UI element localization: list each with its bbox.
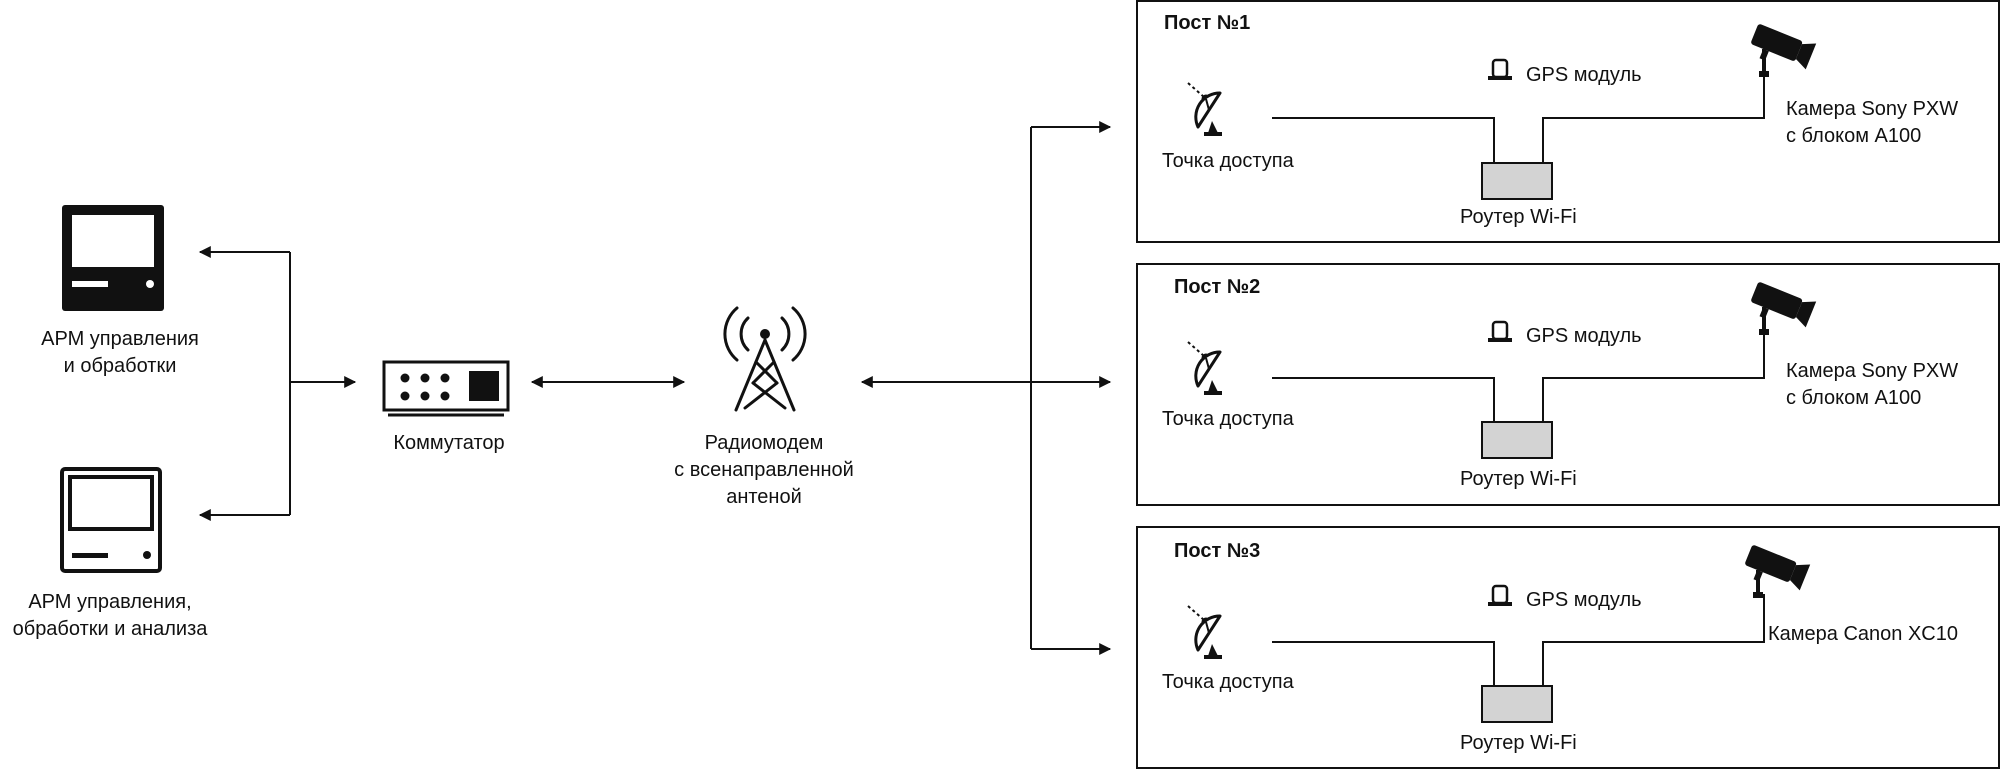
post-2-wiring: [1272, 330, 1765, 422]
video-camera-icon: [1738, 539, 1813, 600]
satellite-dish-icon: [1186, 340, 1224, 397]
post-3-router-label: Роутер Wi-Fi: [1460, 732, 1577, 754]
post-2-frame: [1136, 263, 2000, 506]
radiomodem-label: Радиомодем с всенаправленной антеной: [664, 430, 864, 511]
radiomodem-label-line1: Радиомодем: [704, 432, 824, 454]
gps-module-icon: [1486, 58, 1514, 82]
router-box: [1481, 685, 1553, 723]
post-3-wiring: [1272, 594, 1765, 686]
workstation-2-label-line2: обработки и анализа: [12, 618, 208, 640]
workstation-1-label: АРМ управления и обработки: [10, 326, 230, 380]
left-connectors: [198, 246, 357, 521]
post-2-gps-label: GPS модуль: [1526, 325, 1642, 347]
post-3-title: Пост №3: [1174, 540, 1261, 562]
post-1-title: Пост №1: [1164, 12, 1251, 34]
monitor-outline-icon: [60, 467, 162, 573]
post-1-router-label: Роутер Wi-Fi: [1460, 206, 1577, 228]
post-1-camera-label-line1: Камера Sony PXW: [1786, 98, 1959, 120]
video-camera-icon: [1744, 18, 1819, 80]
gps-module-icon: [1486, 584, 1514, 608]
post-1-camera-label-line2: с блоком A100: [1786, 125, 1922, 147]
monitor-icon: [62, 205, 164, 311]
radio-posts-connectors: [860, 121, 1112, 655]
workstation-2-label: АРМ управления, обработки и анализа: [0, 589, 220, 643]
post-1-wiring: [1272, 70, 1765, 163]
post-1-frame: [1136, 0, 2000, 243]
post-3-camera-label: Камера Canon XC10: [1768, 621, 1958, 648]
post-1-access-point-label: Точка доступа: [1162, 150, 1294, 172]
router-box: [1481, 421, 1553, 459]
post-1-camera-label: Камера Sony PXW с блоком A100: [1786, 96, 1958, 150]
radiomodem-label-line3: антеной: [726, 486, 802, 508]
post-2-camera-label-line2: с блоком A100: [1786, 387, 1922, 409]
post-1-gps-label: GPS модуль: [1526, 64, 1642, 86]
switch-icon: [382, 360, 510, 417]
workstation-2-label-line1: АРМ управления,: [28, 591, 192, 613]
post-2-access-point-label: Точка доступа: [1162, 408, 1294, 430]
workstation-1-label-line2: и обработки: [63, 355, 177, 377]
switch-label: Коммутатор: [393, 432, 505, 454]
post-3-camera-label-line1: Камера Canon XC10: [1768, 623, 1958, 645]
post-2-router-label: Роутер Wi-Fi: [1460, 468, 1577, 490]
radiomodem-label-line2: с всенаправленной: [674, 459, 854, 481]
video-camera-icon: [1744, 276, 1819, 337]
gps-module-icon: [1486, 320, 1514, 344]
router-box: [1481, 162, 1553, 200]
post-3-frame: [1136, 526, 2000, 769]
antenna-tower-icon: [723, 306, 807, 412]
satellite-dish-icon: [1186, 81, 1224, 138]
satellite-dish-icon: [1186, 604, 1224, 661]
post-3-access-point-label: Точка доступа: [1162, 671, 1294, 693]
workstation-1-label-line1: АРМ управления: [41, 328, 199, 350]
post-3-gps-label: GPS модуль: [1526, 589, 1642, 611]
post-2-title: Пост №2: [1174, 276, 1261, 298]
post-2-camera-label-line1: Камера Sony PXW: [1786, 360, 1959, 382]
post-2-camera-label: Камера Sony PXW с блоком A100: [1786, 358, 1958, 412]
